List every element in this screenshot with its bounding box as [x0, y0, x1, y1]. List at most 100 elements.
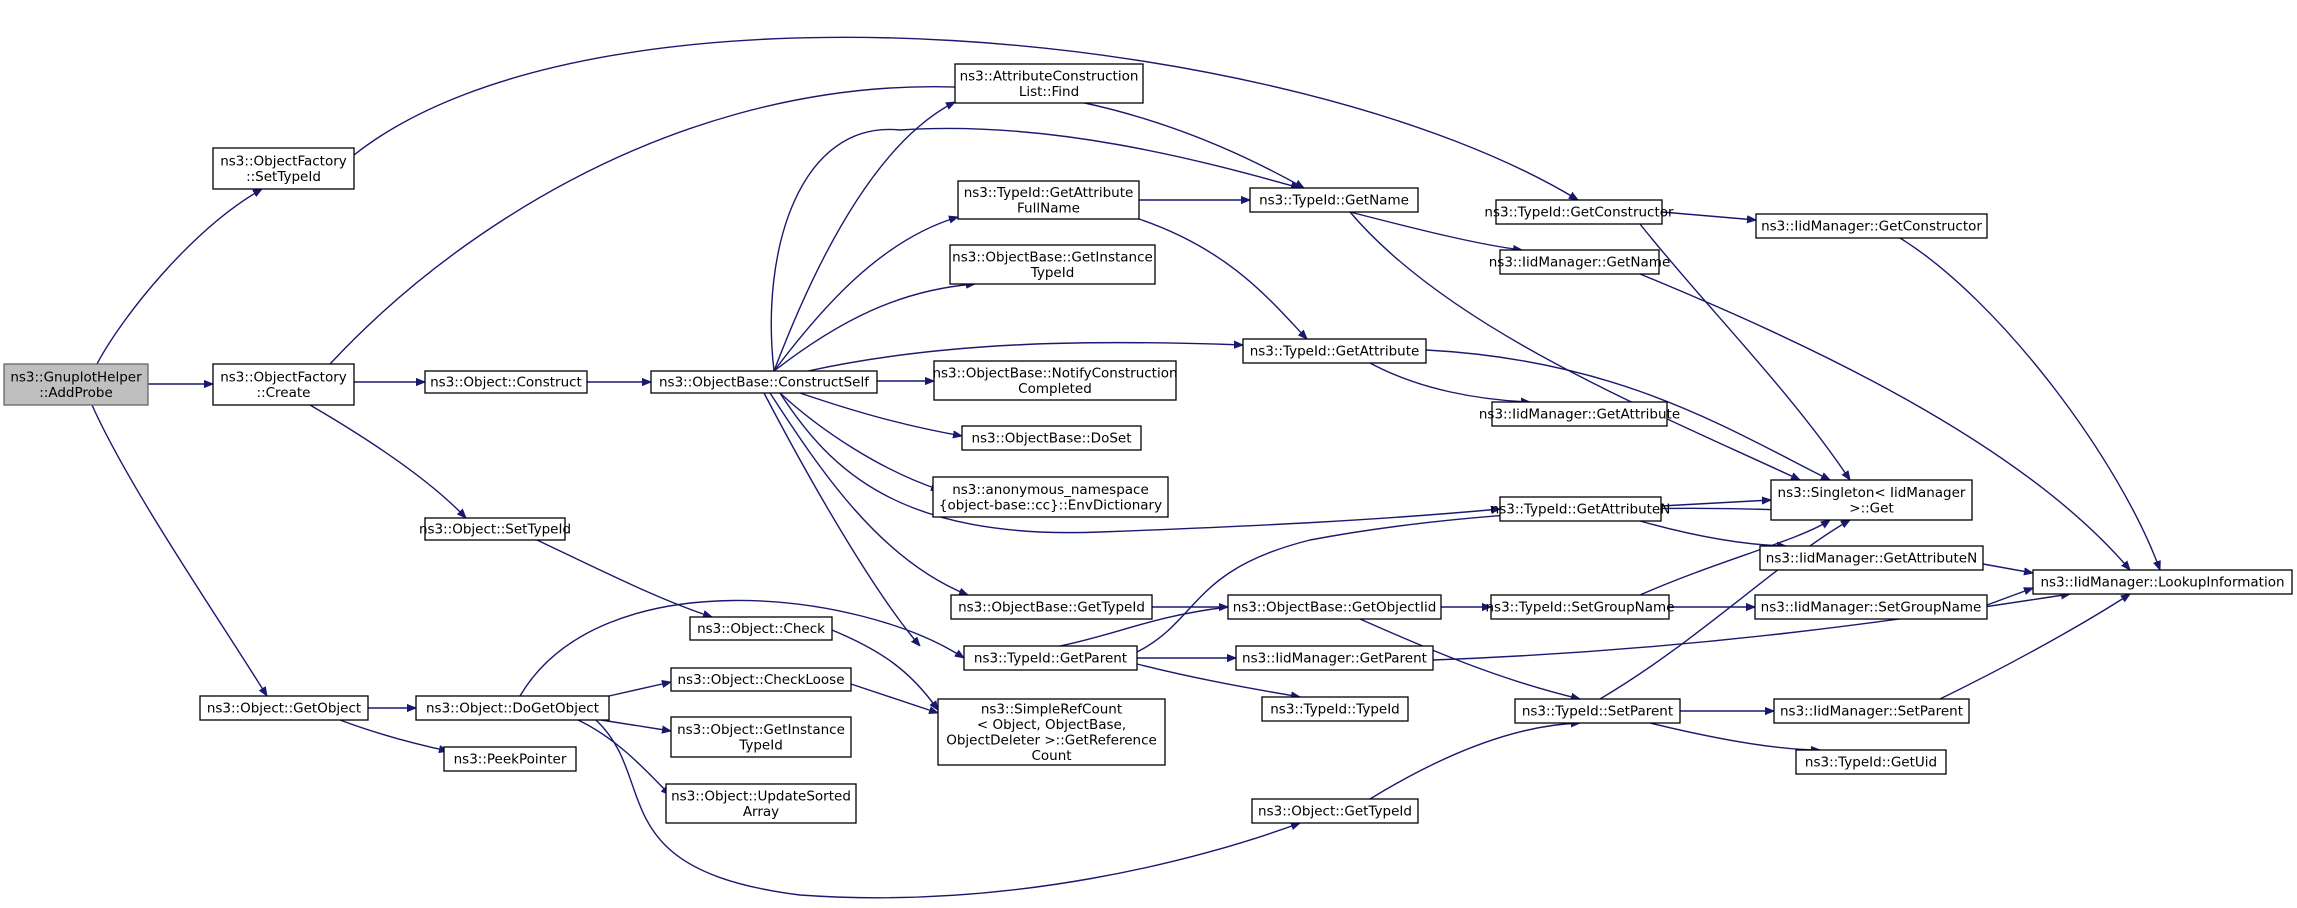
edge-tid-setgroupname-to-singleton-get: [1639, 520, 1830, 596]
node-of-settypeid[interactable]: ns3::ObjectFactory::SetTypeId: [212, 147, 355, 190]
node-ob-notify[interactable]: ns3::ObjectBase::NotifyConstructionCompl…: [932, 360, 1178, 401]
node-tid-getattributen[interactable]: ns3::TypeId::GetAttributeN: [1491, 496, 1671, 522]
node-label: ns3::PeekPointer: [454, 752, 567, 768]
node-label: ns3::SimpleRefCount: [981, 701, 1122, 717]
node-box: [957, 180, 1140, 220]
edge-iid-getname-to-iid-lookup: [1639, 273, 2130, 570]
node-singleton-get[interactable]: ns3::Singleton< IidManager >::Get: [1770, 479, 1973, 521]
node-tid-setgroupname[interactable]: ns3::TypeId::SetGroupName: [1485, 594, 1675, 620]
node-box: [1249, 187, 1419, 213]
node-obj-check[interactable]: ns3::Object::Check: [689, 616, 833, 641]
node-obj-checkloose[interactable]: ns3::Object::CheckLoose: [670, 667, 852, 692]
edge-ob-constructself-to-tid-getparent: [763, 392, 920, 646]
node-src[interactable]: ns3::SimpleRefCount< Object, ObjectBase,…: [937, 698, 1166, 766]
node-box: [670, 667, 852, 692]
node-box: [963, 645, 1138, 671]
node-label: >::Get: [1849, 500, 1893, 516]
node-tid-typeid[interactable]: ns3::TypeId::TypeId: [1261, 696, 1409, 722]
node-label: ::AddProbe: [39, 385, 113, 401]
edge-ob-constructself-to-tid-getattributen: [779, 392, 1500, 534]
node-label: < Object, ObjectBase,: [977, 717, 1126, 733]
edge-tid-getconstructor-to-iid-getconstructor: [1661, 211, 1756, 220]
node-box: [1499, 249, 1660, 275]
node-box: [961, 425, 1142, 451]
node-label: {object-base::cc}::EnvDictionary: [939, 497, 1162, 513]
node-tid-getuid[interactable]: ns3::TypeId::GetUid: [1795, 749, 1947, 775]
node-of-create[interactable]: ns3::ObjectFactory::Create: [212, 363, 355, 406]
node-label: ns3::IidManager::GetAttributeN: [1766, 551, 1977, 567]
node-obj-settypeid[interactable]: ns3::Object::SetTypeId: [419, 517, 571, 541]
edge-obj-dogetobject-to-tid-getparent: [519, 599, 964, 697]
node-label: ns3::Object::GetObject: [207, 701, 361, 717]
edge-iid-getconstructor-to-iid-lookup: [1899, 237, 2160, 570]
node-iid-setgroupname[interactable]: ns3::IidManager::SetGroupName: [1754, 594, 1988, 620]
edge-tid-getname-to-iid-getname: [1349, 211, 1522, 250]
node-iid-getparent[interactable]: ns3::IidManager::GetParent: [1235, 645, 1434, 671]
node-tid-getconstructor[interactable]: ns3::TypeId::GetConstructor: [1484, 199, 1674, 225]
node-box: [1490, 594, 1670, 620]
node-tid-getname[interactable]: ns3::TypeId::GetName: [1249, 187, 1419, 213]
node-label: FullName: [1017, 200, 1080, 216]
node-obj-gettypeid[interactable]: ns3::Object::GetTypeId: [1251, 798, 1419, 824]
edge-ob-constructself-to-acl-find: [773, 101, 955, 372]
node-obj-dogetobject[interactable]: ns3::Object::DoGetObject: [415, 695, 610, 721]
node-ob-constructself[interactable]: ns3::ObjectBase::ConstructSelf: [650, 370, 878, 394]
edge-obj-getobject-to-peekpointer: [339, 719, 448, 751]
node-label: ns3::TypeId::GetParent: [974, 651, 1127, 667]
node-label: ns3::TypeId::SetGroupName: [1485, 600, 1674, 616]
edge-ob-constructself-to-tid-getattribute: [807, 343, 1243, 372]
node-ob-doset[interactable]: ns3::ObjectBase::DoSet: [961, 425, 1142, 451]
node-iid-lookup[interactable]: ns3::IidManager::LookupInformation: [2032, 569, 2293, 595]
node-ob-getobjectiid[interactable]: ns3::ObjectBase::GetObjectIid: [1227, 594, 1442, 620]
node-label: ns3::Object::GetTypeId: [1258, 804, 1412, 820]
node-root[interactable]: ns3::GnuplotHelper::AddProbe: [3, 363, 149, 406]
node-label: Array: [743, 804, 779, 820]
node-box: [1754, 594, 1988, 620]
edge-obj-dogetobject-to-obj-checkloose: [608, 682, 671, 697]
node-label: ns3::TypeId::GetAttribute: [1250, 344, 1420, 360]
node-box: [689, 616, 833, 641]
edge-obj-dogetobject-to-obj-gettypeid: [595, 719, 1300, 899]
node-anon-envdict[interactable]: ns3::anonymous_namespace{object-base::cc…: [932, 476, 1169, 518]
node-iid-getconstructor[interactable]: ns3::IidManager::GetConstructor: [1755, 213, 1988, 239]
edge-root-to-obj-getobject: [91, 404, 267, 696]
node-tid-getparent[interactable]: ns3::TypeId::GetParent: [963, 645, 1138, 671]
edge-tid-getattributen-to-singleton-get: [1660, 500, 1771, 507]
node-iid-setparent[interactable]: ns3::IidManager::SetParent: [1773, 698, 1970, 724]
edge-ob-constructself-to-tid-getattrfullname: [773, 217, 958, 372]
edge-obj-settypeid-to-obj-check: [536, 539, 712, 617]
node-tid-setparent[interactable]: ns3::TypeId::SetParent: [1514, 698, 1681, 724]
edge-root-to-of-settypeid: [96, 188, 262, 365]
node-ob-gettypeid[interactable]: ns3::ObjectBase::GetTypeId: [950, 594, 1153, 620]
node-obj-getobject[interactable]: ns3::Object::GetObject: [199, 695, 369, 721]
node-box: [2032, 569, 2293, 595]
edge-iid-getparent-to-iid-lookup: [1432, 594, 2070, 661]
edge-tid-getattribute-to-singleton-get: [1425, 349, 1830, 481]
edge-tid-getattrfullname-to-tid-getattribute: [1138, 218, 1307, 339]
node-tid-getattribute[interactable]: ns3::TypeId::GetAttribute: [1242, 338, 1427, 364]
node-label: ns3::TypeId::GetAttributeN: [1491, 502, 1671, 518]
node-label: ns3::TypeId::GetName: [1259, 193, 1409, 209]
edge-tid-getname-to-singleton-get: [1349, 211, 1800, 481]
node-label: ns3::Object::Check: [697, 621, 825, 637]
node-label: ns3::ObjectBase::GetObjectIid: [1233, 600, 1437, 616]
edge-obj-dogetobject-to-obj-getinstancetypeid: [600, 719, 671, 731]
node-label: ns3::Object::Construct: [430, 375, 582, 391]
node-box: [415, 695, 610, 721]
node-peekpointer[interactable]: ns3::PeekPointer: [443, 746, 577, 772]
node-box: [1235, 645, 1434, 671]
node-box: [1499, 496, 1662, 522]
node-iid-getattribute[interactable]: ns3::IidManager::GetAttribute: [1479, 401, 1680, 427]
node-label: ns3::ObjectFactory: [220, 369, 347, 385]
node-iid-getname[interactable]: ns3::IidManager::GetName: [1489, 249, 1671, 275]
node-iid-getattributen[interactable]: ns3::IidManager::GetAttributeN: [1759, 545, 1984, 571]
node-box: [1755, 213, 1988, 239]
edge-of-settypeid-to-tid-getconstructor: [353, 36, 1578, 200]
node-obj-construct[interactable]: ns3::Object::Construct: [424, 370, 588, 394]
node-label: ns3::Object::UpdateSorted: [671, 788, 851, 804]
